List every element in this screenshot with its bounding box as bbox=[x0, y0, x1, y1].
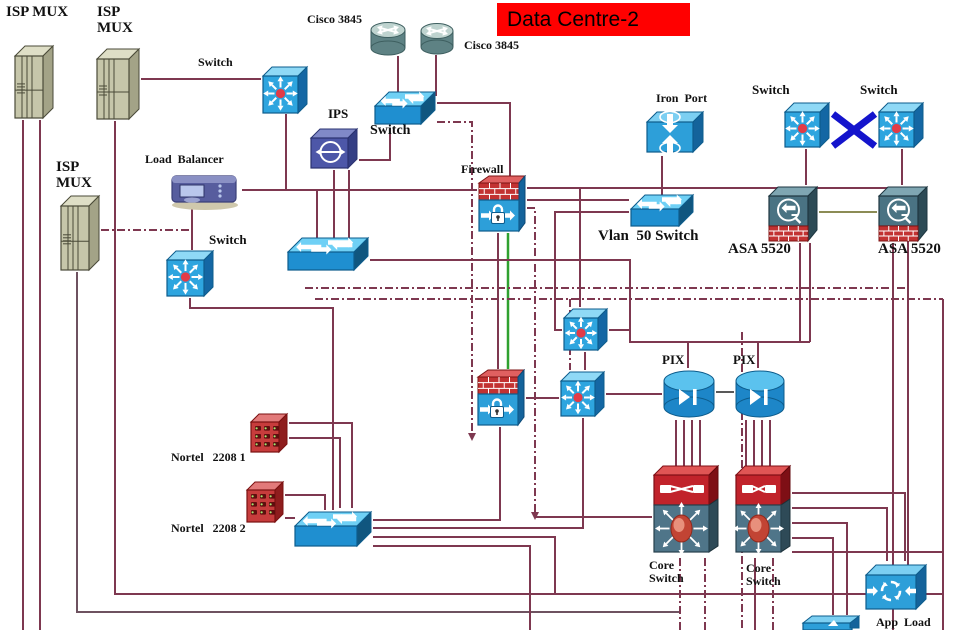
wire-53 bbox=[373, 427, 501, 521]
wire-61 bbox=[792, 537, 834, 615]
wire-arrowhead-0 bbox=[531, 512, 539, 520]
wire-56 bbox=[373, 545, 531, 630]
wire-27 bbox=[370, 259, 810, 343]
wire-60 bbox=[792, 522, 848, 615]
wire-2 bbox=[114, 121, 943, 595]
wire-10 bbox=[437, 102, 511, 177]
wire-51 bbox=[285, 494, 326, 510]
wire-49 bbox=[289, 422, 353, 508]
wire-55 bbox=[373, 536, 556, 594]
diagram-title-banner: Data Centre-2 bbox=[497, 3, 690, 36]
wire-15 bbox=[189, 298, 334, 510]
wire-arrowhead-1 bbox=[468, 433, 476, 441]
wire-50 bbox=[289, 437, 341, 508]
wire-71 bbox=[830, 111, 878, 149]
wire-5 bbox=[285, 114, 318, 248]
diagram-title: Data Centre-2 bbox=[507, 7, 639, 31]
wire-59 bbox=[792, 507, 888, 561]
wire-3 bbox=[76, 272, 680, 613]
wire-18 bbox=[554, 211, 629, 331]
wire-58 bbox=[792, 492, 906, 561]
wire-69 bbox=[359, 128, 391, 161]
wire-17 bbox=[527, 207, 536, 512]
wire-19 bbox=[527, 187, 909, 594]
wire-54 bbox=[373, 418, 584, 529]
wire-11 bbox=[437, 121, 473, 434]
